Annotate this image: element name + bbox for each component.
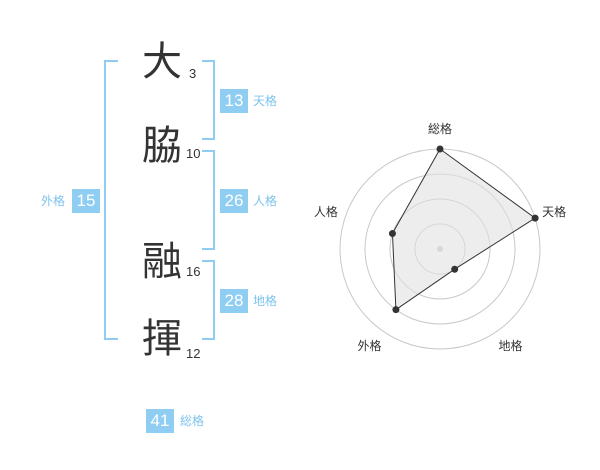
- jinkaku-value-badge: 26: [220, 189, 248, 213]
- gaikaku-bracket: [104, 60, 118, 340]
- stroke-count-1: 3: [189, 66, 197, 81]
- radar-point-5: [388, 230, 396, 238]
- tenkaku-label: 天格: [253, 94, 278, 108]
- chikaku-label: 地格: [253, 294, 278, 308]
- name-char-2: 脇: [142, 123, 182, 169]
- radar-area: [391, 148, 536, 311]
- radar-axis-label-3: 地格: [499, 338, 523, 353]
- name-char-1: 大: [142, 39, 182, 85]
- radar-point-4: [392, 306, 400, 314]
- radar-point-3: [451, 265, 459, 273]
- radar-point-2: [531, 214, 539, 222]
- radar-axis-label-1: 総格: [428, 121, 452, 136]
- radar-point-1: [436, 145, 444, 153]
- jinkaku-bracket: [202, 150, 215, 250]
- stroke-count-2: 10: [186, 146, 201, 161]
- jinkaku-label: 人格: [253, 194, 278, 208]
- gaikaku-value-badge: 15: [72, 189, 100, 213]
- stroke-count-4: 12: [186, 346, 201, 361]
- radar-axis-label-2: 天格: [542, 204, 566, 219]
- soukaku-value-badge: 41: [146, 409, 174, 433]
- chikaku-value-badge: 28: [220, 289, 248, 313]
- tenkaku-bracket: [202, 60, 215, 140]
- chikaku-bracket: [202, 260, 215, 340]
- tenkaku-value-badge: 13: [220, 89, 248, 113]
- radar-axis-label-4: 外格: [357, 338, 381, 353]
- name-char-3: 融: [142, 239, 182, 285]
- gaikaku-label: 外格: [41, 194, 66, 208]
- radar-points: [388, 145, 539, 314]
- name-char-4: 揮: [142, 316, 182, 362]
- soukaku-label: 総格: [180, 414, 205, 428]
- radar-axis-label-5: 人格: [314, 204, 338, 219]
- stroke-count-3: 16: [186, 264, 201, 279]
